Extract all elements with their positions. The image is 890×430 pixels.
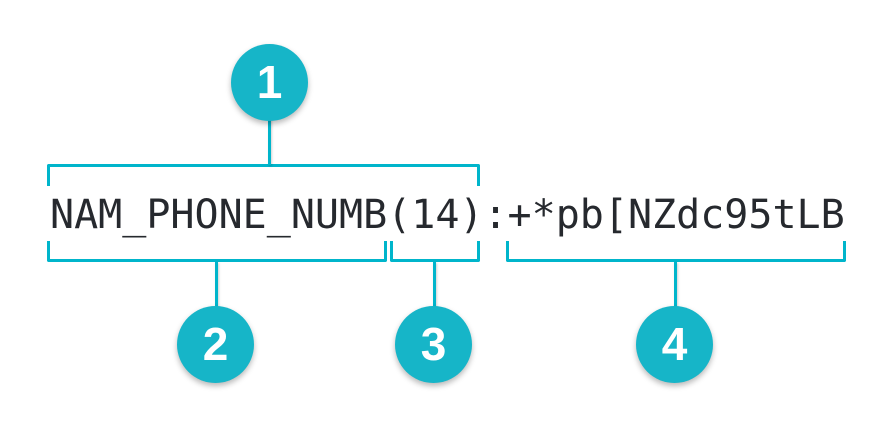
callout-1-badge: 1: [231, 44, 308, 121]
bracket-token-name: [47, 241, 387, 262]
callout-3-stem: [433, 262, 436, 308]
callout-1-number: 1: [256, 55, 283, 108]
callout-3-badge: 3: [395, 306, 472, 383]
callout-2-number: 2: [202, 317, 229, 370]
callout-4-badge: 4: [636, 306, 713, 383]
callout-1-stem: [268, 119, 271, 165]
bracket-token-length: [390, 241, 480, 262]
bracket-token-value: [506, 241, 846, 262]
bracket-token-full: [47, 164, 480, 186]
callout-4-stem: [674, 262, 677, 308]
callout-2-stem: [215, 262, 218, 308]
callout-4-number: 4: [661, 317, 688, 370]
callout-3-number: 3: [420, 317, 447, 370]
callout-2-badge: 2: [177, 306, 254, 383]
annotated-code-string: NAM_PHONE_NUMB(14):+*pb[NZdc95tLB: [50, 192, 845, 238]
